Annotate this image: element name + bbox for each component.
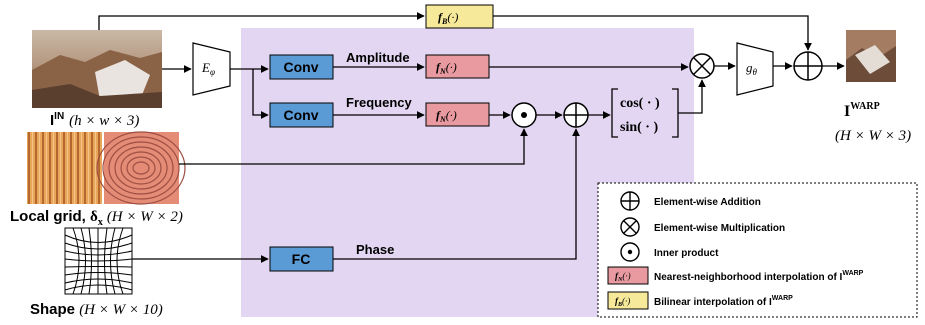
legend-item-inner-product: Inner product [654,248,719,259]
local-grid-label: Local grid, δx(H × W × 2) [10,208,183,228]
final-addition-op [793,51,823,81]
fb-block [425,4,494,29]
connections [98,12,845,263]
input-image [32,30,162,108]
input-image-label: IIN(h × w × 3) [50,111,139,129]
conv-bottom-label: Conv [284,107,319,123]
legend-fb-swatch [607,291,649,310]
fn-top-label: fN(·) [436,60,457,76]
legend-multiplication-icon [620,217,640,237]
output-image [846,30,896,82]
local-grid-rings [96,131,186,205]
legend-fn-swatch [607,266,649,285]
sin-label: sin( · ) [620,120,658,135]
shape-grid-image [64,227,133,295]
local-grid-stripes [27,132,102,204]
legend-box [597,182,918,318]
inner-product-op [511,102,537,128]
decoder-block [736,42,774,96]
fn-bottom-label: fN(·) [436,108,457,124]
shape-label: Shape (H × W × 10) [30,301,163,318]
trig-bracket-left [611,88,618,138]
conv-bottom-block [269,102,334,128]
legend-item-addition: Element-wise Addition [654,197,761,208]
legend-item-multiplication: Element-wise Multiplication [654,223,785,234]
decoder-label: gθ [746,60,758,77]
multiplication-op [689,53,715,79]
phase-label: Phase [356,242,394,257]
legend-item-bilinear: Bilinear interpolation of IWARP [654,295,793,308]
legend-item-nearest: Nearest-neighborhood interpolation of IW… [654,270,864,283]
amplitude-label: Amplitude [346,50,410,65]
encoder-label: Eφ [201,60,215,77]
legend-fb-swatch-label: fB(·) [615,296,630,308]
addition-op [563,102,589,128]
encoder-block [192,42,231,96]
output-label: IWARP [844,101,880,120]
cos-label: cos( · ) [620,96,660,111]
conv-top-label: Conv [284,59,319,75]
fb-label: fB(·) [438,10,458,26]
frequency-label: Frequency [346,95,413,110]
legend-inner-product-icon [620,242,640,262]
conv-top-block [269,54,334,80]
fc-label: FC [292,251,311,267]
legend-fn-swatch-label: fN(·) [615,271,631,283]
fc-block [269,246,334,272]
legend-addition-icon [620,191,640,211]
output-dims: (H × W × 3) [835,128,911,144]
